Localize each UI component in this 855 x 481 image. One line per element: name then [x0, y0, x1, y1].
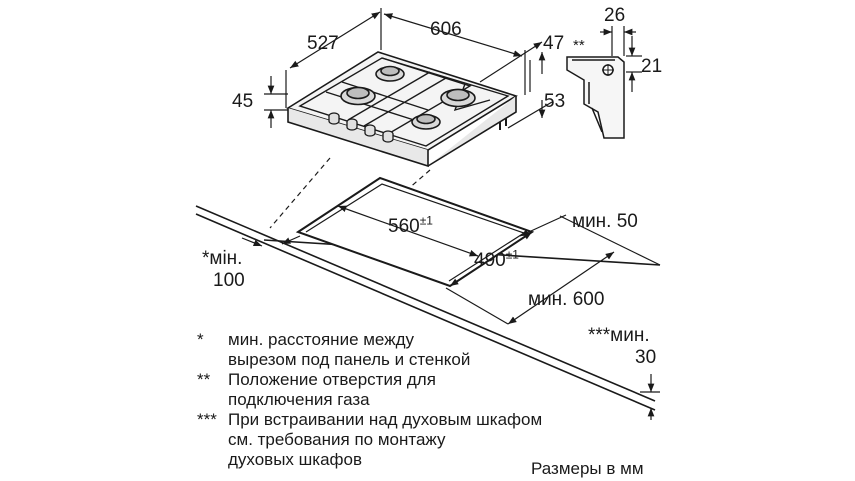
footnote-1-mark: *	[197, 330, 204, 349]
dim-label-min-30-value: 30	[635, 347, 657, 368]
dim-label-45: 45	[232, 91, 254, 112]
dim-min-100	[241, 235, 301, 247]
burners	[340, 65, 476, 130]
projection-line	[269, 157, 331, 229]
dim-label-min-30-star: ***мин.	[588, 325, 650, 346]
hob-right-edge	[427, 96, 517, 167]
dim-label-double-star: **	[573, 37, 585, 54]
dim-label-53: 53	[544, 91, 566, 112]
worktop-top-edge	[195, 205, 656, 402]
dim-45	[264, 76, 288, 128]
dim-606	[380, 8, 526, 95]
footnote-1-line-1: мин. расстояние между	[228, 330, 414, 349]
dim-47	[479, 41, 543, 92]
footnote-2-line-1: Положение отверстия для	[228, 370, 436, 389]
tolerance-490: ±1	[505, 247, 519, 262]
dim-label-47: 47	[543, 33, 565, 54]
dim-26	[600, 26, 636, 56]
dim-min-30	[640, 374, 660, 420]
profile-detail	[566, 56, 625, 139]
control-knobs	[328, 112, 394, 143]
footnote-3-line-1: При встраивании над духовым шкафом	[228, 410, 543, 429]
footnote-3-line-3: духовых шкафов	[228, 450, 363, 469]
dim-min-600	[445, 251, 615, 325]
hob-front-edge	[287, 108, 429, 168]
dim-label-min-100-value: 100	[213, 270, 245, 291]
worktop-bottom-edge	[195, 213, 656, 411]
dim-label-527: 527	[307, 33, 339, 54]
projection-line-2	[399, 169, 431, 197]
dim-label-26: 26	[604, 5, 626, 26]
footnote-2-mark: **	[197, 370, 211, 389]
dim-label-min-50: мин. 50	[572, 211, 638, 232]
dim-label-560: 560±1	[388, 213, 433, 237]
footnote-3-mark: ***	[197, 410, 217, 429]
pan-supports	[298, 57, 510, 147]
dim-label-606: 606	[430, 19, 462, 40]
dim-label-490: 490±1	[474, 247, 519, 271]
worktop-far-line	[559, 215, 661, 266]
dim-53	[507, 52, 553, 129]
footnote-2-line-2: подключения газа	[228, 390, 370, 409]
hob-drawing	[286, 51, 518, 168]
dim-min-50	[519, 214, 567, 237]
units-note: Размеры в мм	[531, 459, 644, 478]
dim-label-min-600: мин. 600	[528, 289, 605, 310]
dim-label-21: 21	[641, 56, 663, 77]
dim-527	[285, 11, 381, 108]
dim-490	[449, 231, 533, 287]
footnote-3-line-2: см. требования по монтажу	[228, 430, 446, 449]
dim-label-min-100-star: *мін.	[202, 248, 243, 269]
tolerance-560: ±1	[419, 213, 433, 228]
dim-21	[626, 36, 642, 92]
gas-connection	[499, 118, 507, 130]
footnote-1-line-2: вырезом под панель и стенкой	[228, 350, 471, 369]
